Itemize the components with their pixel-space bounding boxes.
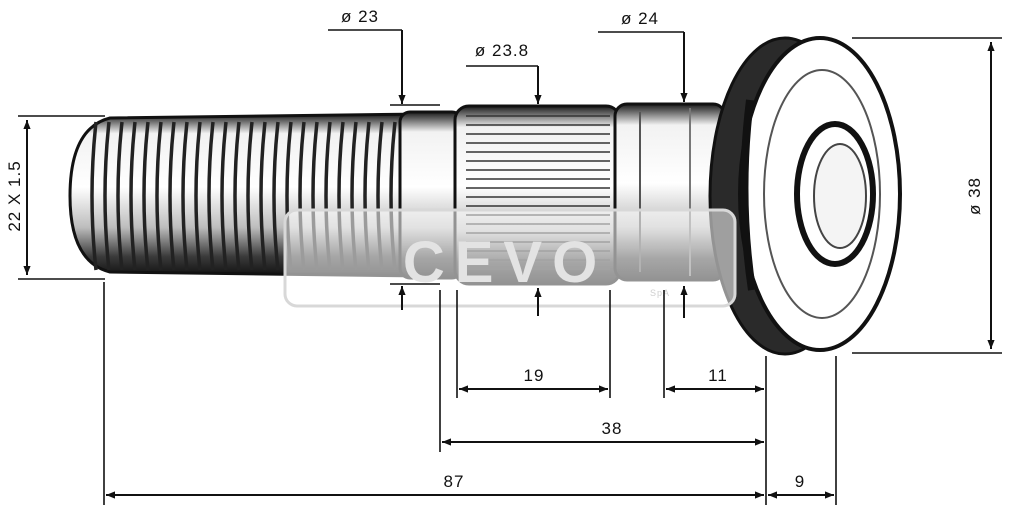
- thread-groove: [259, 121, 267, 271]
- dia-23-8-label: ø 23.8: [475, 41, 529, 60]
- thread-groove: [116, 121, 124, 271]
- thread-groove: [207, 121, 215, 271]
- len-87-label: 87: [444, 472, 465, 491]
- thread-groove: [168, 121, 176, 271]
- dim-len-11: 11: [666, 366, 764, 393]
- thread-groove: [142, 121, 150, 271]
- watermark-suffix: SpA: [650, 288, 670, 298]
- threaded-shank: [68, 112, 427, 278]
- dia-23-label: ø 23: [341, 7, 379, 26]
- dim-len-38: 38: [442, 419, 764, 446]
- dia-38-label: ø 38: [965, 177, 984, 215]
- thread-groove: [129, 121, 137, 271]
- thread-groove: [155, 121, 163, 271]
- thread-groove: [194, 121, 202, 271]
- thread-groove: [233, 121, 241, 271]
- dim-len-87: 87: [106, 472, 764, 499]
- extension-lines: [103, 282, 837, 505]
- dim-thread: 22 X 1.5: [5, 115, 105, 280]
- len-11-label: 11: [708, 366, 728, 385]
- dim-len-19: 19: [459, 366, 608, 393]
- len-9-label: 9: [795, 472, 805, 491]
- thread-groove: [181, 121, 189, 271]
- thread-groove: [246, 121, 254, 271]
- thread-groove: [272, 121, 280, 271]
- len-38-label: 38: [602, 419, 623, 438]
- dim-len-9: 9: [768, 472, 834, 499]
- thread-groove: [90, 121, 98, 271]
- thread-groove: [103, 121, 111, 271]
- dia-24-label: ø 24: [621, 9, 659, 28]
- dim-dia-24: ø 24: [598, 9, 688, 318]
- dim-dia-23-8: ø 23.8: [466, 41, 542, 316]
- watermark: CEVO SpA: [283, 208, 737, 308]
- bolt-head: [708, 36, 902, 356]
- watermark-brand: CEVO: [403, 230, 607, 295]
- len-19-label: 19: [524, 366, 545, 385]
- dim-dia-23: ø 23: [328, 7, 440, 310]
- dim-dia-38: ø 38: [852, 37, 1002, 354]
- thread-label: 22 X 1.5: [5, 160, 24, 231]
- thread-groove: [220, 121, 228, 271]
